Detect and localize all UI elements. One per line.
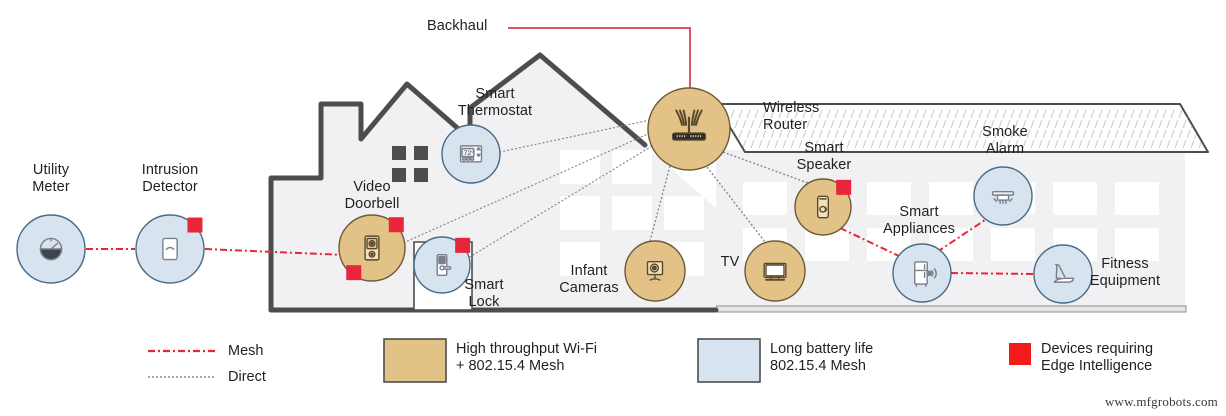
legend-label-edge-intel: Devices requiring Edge Intelligence (1041, 341, 1154, 374)
edge-intelligence-marker (346, 265, 362, 281)
device-label-smart-thermostat: Smart Thermostat (457, 86, 533, 119)
legend-label-direct: Direct (228, 369, 266, 385)
legend-label-battery-mesh: Long battery life 802.15.4 Mesh (770, 341, 874, 374)
direct-link-router-speaker (722, 151, 809, 184)
legend-glyphs (148, 338, 1031, 383)
speaker-icon (816, 195, 830, 219)
thermostat-icon: 72° (459, 145, 483, 163)
device-node-wireless-router[interactable] (647, 87, 731, 171)
mesh-link-appliances-smoke (936, 217, 989, 253)
edge-intelligence-marker (187, 217, 203, 233)
legend-swatch-edge-intel (1009, 343, 1031, 365)
direct-link-router-camera (649, 165, 671, 242)
mesh-link-intrusion-doorbell (204, 248, 346, 256)
device-node-utility-meter[interactable] (16, 214, 86, 284)
edge-intelligence-marker (455, 237, 471, 253)
watermark: www.mfgrobots.com (1104, 394, 1218, 409)
device-label-wireless-router: Wireless Router (763, 100, 820, 133)
motion-sensor-icon (162, 237, 178, 261)
device-node-tv[interactable] (744, 240, 806, 302)
device-label-tv: TV (720, 254, 740, 270)
device-node-intrusion-detector[interactable] (135, 214, 205, 284)
device-layer: 72° (16, 87, 1093, 304)
device-label-infant-cameras: Infant Cameras (559, 263, 619, 296)
doorbell-icon (364, 235, 380, 261)
smoke-detector-icon (991, 190, 1015, 204)
legend-swatch-battery-mesh (697, 338, 761, 383)
device-node-smart-thermostat[interactable]: 72° (441, 124, 501, 184)
mesh-link-appliances-fitness (950, 272, 1035, 275)
house-window-quad (392, 146, 428, 182)
device-node-smart-lock[interactable] (413, 236, 471, 294)
edge-intelligence-marker (388, 217, 404, 233)
device-node-infant-cameras[interactable] (624, 240, 686, 302)
edge-intelligence-marker (836, 179, 852, 195)
device-label-smart-speaker: Smart Speaker (796, 140, 852, 173)
device-node-fitness-equipment[interactable] (1033, 244, 1093, 304)
device-label-smart-appliances: Smart Appliances (883, 204, 955, 237)
device-node-smart-appliances[interactable] (892, 243, 952, 303)
door-lock-icon (436, 253, 452, 277)
device-label-utility-meter: Utility Meter (32, 162, 70, 195)
device-label-intrusion-detector: Intrusion Detector (141, 162, 199, 195)
house-windows (560, 150, 704, 276)
backhaul-line (508, 27, 691, 90)
legend-swatch-wifi-mesh (383, 338, 447, 383)
fridge-icon (914, 261, 937, 288)
backhaul-label: Backhaul (427, 18, 488, 34)
device-label-fitness-equipment: Fitness Equipment (1089, 256, 1161, 289)
device-node-smart-speaker[interactable] (794, 178, 852, 236)
device-node-smoke-alarm[interactable] (973, 166, 1033, 226)
gauge-icon (39, 237, 63, 261)
camera-icon (646, 260, 664, 281)
mesh-link-speaker-appliances (839, 227, 902, 258)
legend-label-wifi-mesh: High throughput Wi-Fi + 802.15.4 Mesh (456, 341, 598, 374)
device-label-smoke-alarm: Smoke Alarm (982, 124, 1028, 157)
svg-text:72°: 72° (464, 149, 474, 157)
router-icon (671, 109, 707, 141)
device-label-video-doorbell: Video Doorbell (344, 179, 400, 212)
legend-label-mesh: Mesh (228, 343, 264, 359)
device-label-smart-lock: Smart Lock (464, 277, 504, 310)
direct-link-router-doorbell (402, 132, 651, 244)
treadmill-icon (1053, 263, 1075, 283)
direct-link-router-thermostat (499, 119, 651, 153)
device-node-video-doorbell[interactable] (338, 214, 406, 282)
tv-icon (763, 262, 787, 281)
connections (86, 27, 1035, 275)
